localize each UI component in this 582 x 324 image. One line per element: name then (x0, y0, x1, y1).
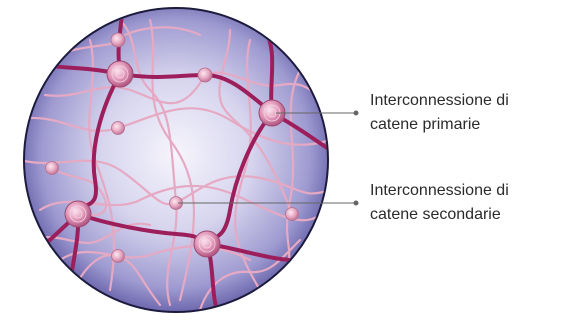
large-node (194, 231, 220, 257)
small-node (112, 122, 125, 135)
label-primary-crosslink: Interconnessione di catene primarie (370, 89, 509, 137)
label-secondary-line1: Interconnessione di (370, 179, 509, 203)
small-node (112, 250, 125, 263)
label-primary-line2: catene primarie (370, 113, 509, 137)
sphere (24, 8, 328, 312)
label-secondary-crosslink: Interconnessione di catene secondarie (370, 179, 509, 227)
label-secondary-line2: catene secondarie (370, 203, 509, 227)
large-node (107, 61, 133, 87)
label-primary-line1: Interconnessione di (370, 89, 509, 113)
small-node (111, 33, 125, 47)
small-node (286, 208, 299, 221)
small-node (198, 68, 212, 82)
small-node (46, 162, 59, 175)
large-node (65, 201, 91, 227)
